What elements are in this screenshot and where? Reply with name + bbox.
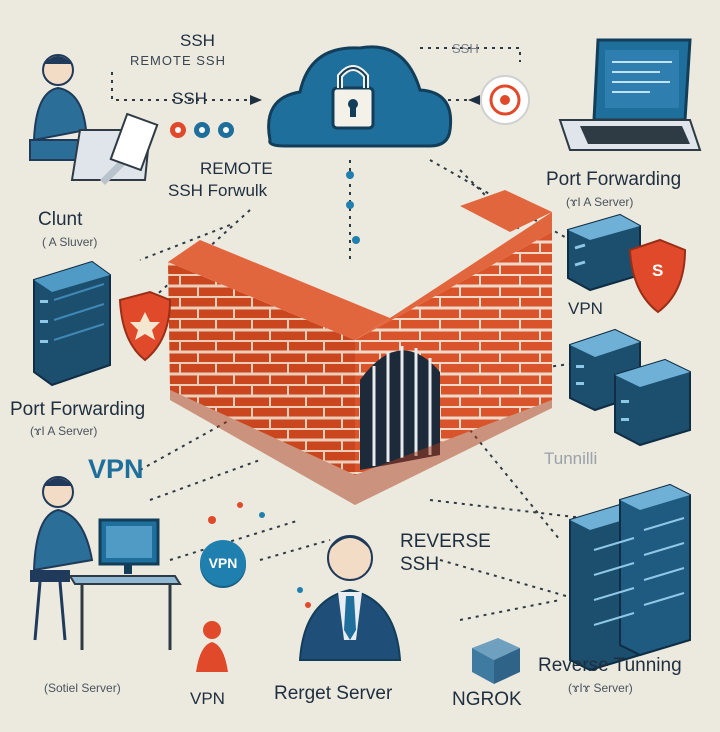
tunning-label: Tunnilli (544, 449, 598, 468)
laptop-icon (558, 38, 702, 151)
ngrok-label: NGROK (452, 689, 522, 710)
red-dot-markers (208, 502, 311, 608)
port-forwarding-left-label: Port Forwarding (10, 399, 146, 420)
target-icon (480, 75, 530, 125)
cloud-lock-icon (267, 45, 453, 148)
port-forwarding-right-sub-label: (ɤI A Server) (566, 195, 634, 209)
person-icon (298, 535, 402, 661)
remote-forward-label-line1: REMOTE (200, 159, 273, 178)
server-rack-icon (33, 260, 111, 387)
ssh-arrow-label: SSH (172, 89, 207, 108)
reverget-server-label: Rerget Server (274, 683, 393, 704)
sotiel-server-label: (Sotiel Server) (44, 681, 121, 695)
cube-icon (472, 638, 520, 684)
server-rack-icon (569, 328, 691, 447)
reverse-tunning-label: Reverse Tunning (538, 655, 682, 676)
remote-forward-label-line2: SSH Forwulk (168, 181, 268, 200)
shield-icon (628, 238, 687, 314)
vpn-bottom-label: VPN (190, 689, 225, 708)
arrow-into-cloud-icon (250, 95, 480, 105)
person-at-desk-icon (30, 476, 182, 650)
client-label: Clunt (38, 209, 83, 230)
port-forwarding-right-label: Port Forwarding (546, 169, 682, 190)
remote-ssh-label: REMOTE SSH (130, 53, 226, 68)
user-pin-icon (196, 621, 228, 672)
ssh-dim-label: SSH (452, 41, 479, 56)
shield-icon (118, 290, 172, 362)
firewall-wall-icon (168, 190, 552, 505)
ssh-top-label: SSH (180, 31, 215, 50)
person-at-laptop-icon (29, 54, 159, 185)
server-rack-icon (567, 213, 641, 292)
vpn-big-label: VPN (88, 454, 144, 484)
server-tower-icon (569, 483, 691, 672)
vpn-right-label: VPN (568, 299, 603, 318)
reverse-tunning-sub-label: (ɤIɤ Server) (568, 681, 633, 695)
reverse-ssh-label-line2: SSH (400, 554, 440, 575)
dot-markers (259, 171, 360, 593)
port-forwarding-left-sub-label: (ɤI A Server) (30, 424, 98, 438)
client-sub-label: ( A Sluver) (42, 235, 98, 249)
shield-letter: S (652, 261, 664, 280)
vpn-badge-icon: VPN (200, 540, 246, 586)
reverse-ssh-label-line1: REVERSE (400, 531, 491, 552)
status-dots-icon (170, 122, 234, 138)
